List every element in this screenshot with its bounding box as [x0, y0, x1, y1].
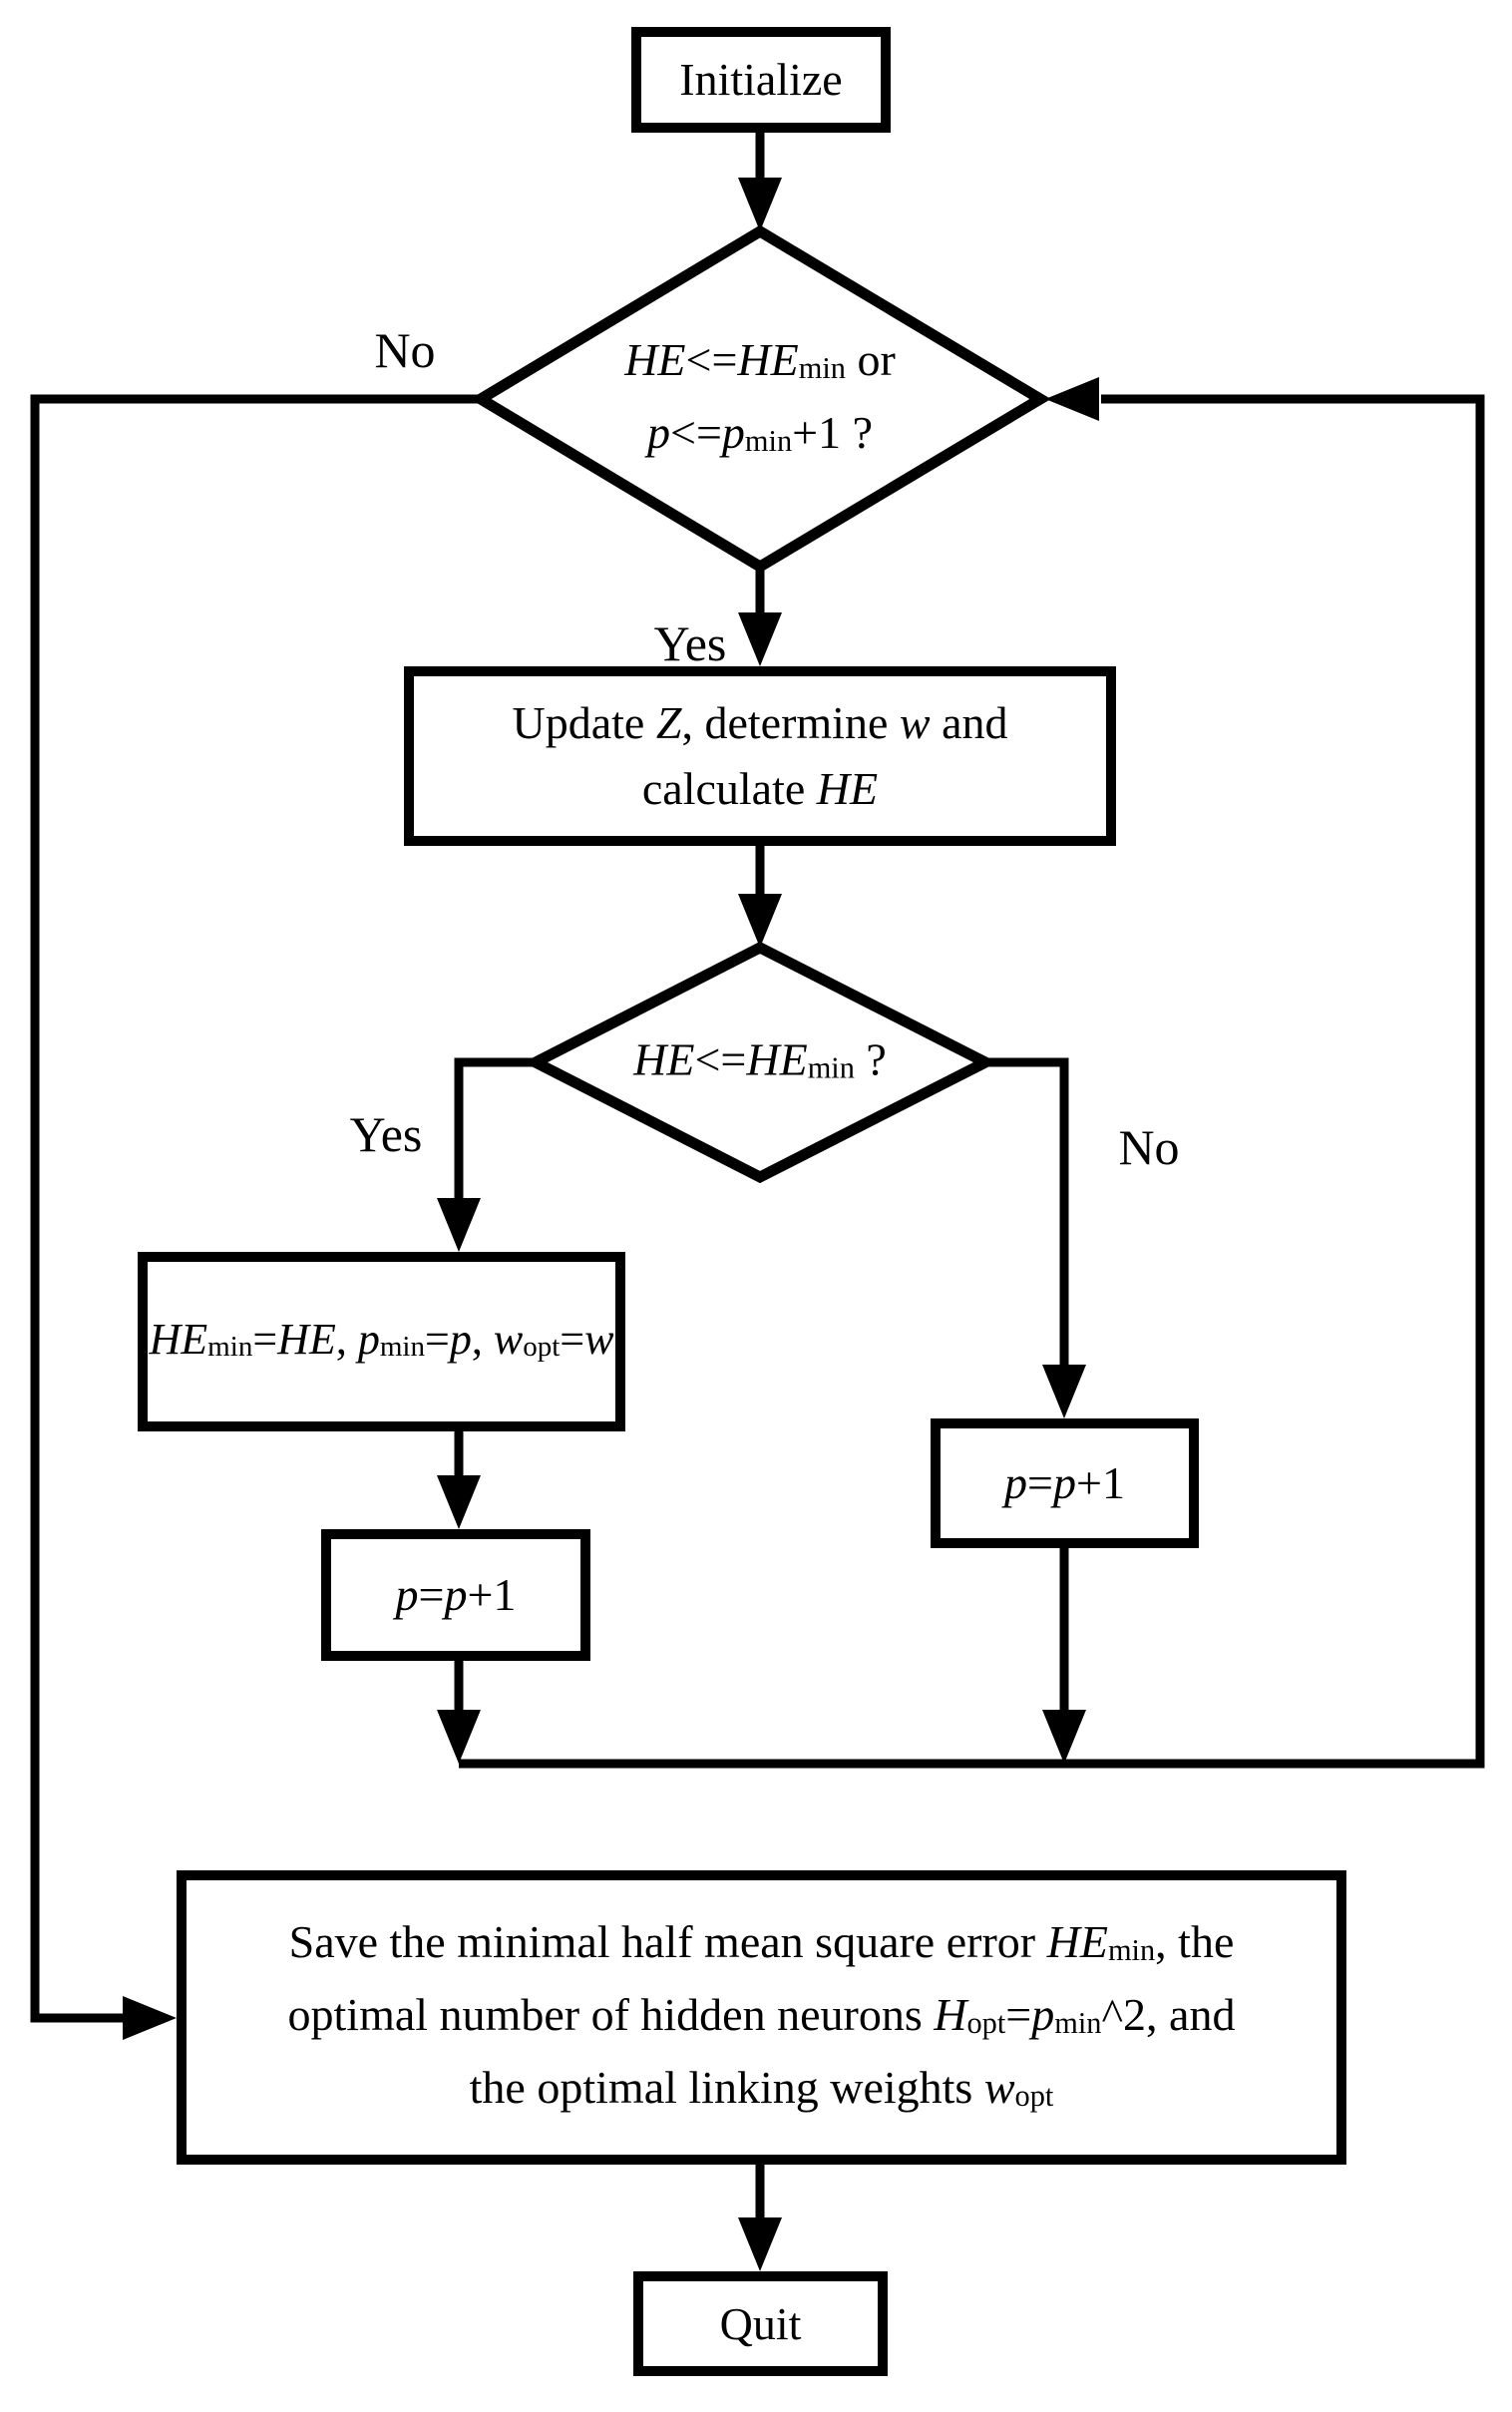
arrowhead-into-decision2-top [738, 894, 782, 948]
save-label: Save the minimal half mean square error … [287, 1916, 1236, 2114]
increment-left-node: p=p+1 [321, 1529, 590, 1661]
increment-right-label: p=p+1 [1004, 1457, 1125, 1508]
arrowhead-right-merge [1042, 1710, 1086, 1764]
arrowhead-into-assign [437, 1198, 481, 1252]
save-node: Save the minimal half mean square error … [177, 1870, 1346, 2165]
quit-node: Quit [633, 2271, 888, 2376]
edge-label-no-top: No [374, 322, 436, 378]
arrowhead-into-quit [738, 2217, 782, 2271]
decision2-diamond [523, 941, 998, 1184]
edge-label-yes-mid: Yes [349, 1106, 423, 1162]
edge-label-yes-top: Yes [653, 615, 727, 671]
edge-decision2-no-to-increment [985, 1057, 1069, 1368]
arrowhead-into-increment-right [1042, 1365, 1086, 1418]
arrowhead-into-update [738, 612, 782, 666]
assign-node: HEmin=HE, pmin=p, wopt=w [138, 1252, 625, 1431]
decision2-label: HE<=HEmin ? [633, 1033, 887, 1085]
decision1-diamond [470, 224, 1051, 574]
arrowhead-left-merge [437, 1710, 481, 1764]
edge-decision2-yes-to-assign [454, 1057, 536, 1201]
arrowhead-into-decision1-right [1045, 377, 1099, 421]
arrowhead-into-save [123, 1996, 177, 2040]
edge-label-no-mid: No [1118, 1119, 1180, 1175]
initialize-node: Initialize [631, 27, 891, 133]
edge-loop-back-decision1 [459, 394, 1485, 1769]
increment-left-label: p=p+1 [395, 1569, 517, 1620]
assign-label: HEmin=HE, pmin=p, wopt=w [149, 1314, 614, 1364]
increment-right-node: p=p+1 [931, 1418, 1199, 1548]
edge-decision1-no-to-save [30, 394, 481, 2023]
arrowhead-into-decision1-top [738, 178, 782, 231]
arrowhead-into-increment-left [437, 1475, 481, 1529]
quit-label: Quit [719, 2297, 802, 2349]
initialize-label: Initialize [679, 54, 843, 105]
